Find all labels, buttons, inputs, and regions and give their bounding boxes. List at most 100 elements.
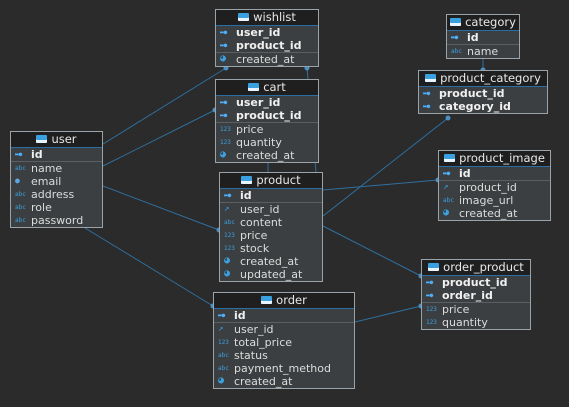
relation-product-to-user[interactable] [102, 185, 220, 231]
column-row[interactable]: id [214, 309, 354, 323]
column-row[interactable]: status [214, 349, 354, 362]
primary-key-icon [218, 309, 230, 322]
table-header[interactable]: user [11, 132, 102, 148]
column-row[interactable]: total_price [214, 336, 354, 349]
primary-key-icon [426, 276, 438, 289]
datetime-icon [443, 207, 455, 220]
column-row[interactable]: user_id [214, 323, 354, 336]
table-header[interactable]: product_image [439, 151, 550, 167]
column-name: product_id [459, 181, 517, 194]
table-order-product[interactable]: order_productproduct_idorder_idpricequan… [421, 259, 531, 330]
column-name: user_id [236, 96, 281, 109]
table-category[interactable]: categoryidname [446, 14, 520, 59]
column-row[interactable]: created_at [216, 53, 318, 66]
column-row[interactable]: id [11, 148, 102, 162]
column-row[interactable]: product_id [419, 87, 547, 100]
foreign-key-icon [443, 181, 455, 194]
column-row[interactable]: role [11, 201, 102, 214]
column-row[interactable]: name [447, 45, 519, 58]
column-row[interactable]: user_id [220, 203, 322, 216]
table-product-category[interactable]: product_category product_idcategory_id [418, 70, 548, 114]
column-name: user_id [236, 26, 281, 39]
column-row[interactable]: user_id [216, 26, 318, 39]
column-row[interactable]: address [11, 188, 102, 201]
relation-cart-to-user[interactable] [102, 109, 216, 167]
column-row[interactable]: content [220, 216, 322, 229]
column-row[interactable]: price [216, 123, 318, 136]
column-row[interactable]: id [220, 189, 322, 203]
column-row[interactable]: user_id [216, 96, 318, 109]
table-product-image[interactable]: product_imageidproduct_idimage_urlcreate… [438, 150, 551, 221]
column-row[interactable]: name [11, 162, 102, 175]
column-row[interactable]: created_at [214, 375, 354, 388]
column-name: product_id [236, 109, 302, 122]
column-name: email [31, 175, 62, 188]
column-row[interactable]: product_id [439, 181, 550, 194]
column-row[interactable]: created_at [220, 255, 322, 268]
column-row[interactable]: created_at [216, 149, 318, 162]
column-name: created_at [240, 255, 299, 268]
table-user[interactable]: useridnameemailaddressrolepassword [10, 131, 103, 228]
relation-product-image-to-product[interactable] [322, 179, 439, 191]
column-row[interactable]: order_id [422, 289, 530, 303]
column-row[interactable]: payment_method [214, 362, 354, 375]
datetime-icon [224, 268, 236, 281]
column-name: created_at [234, 375, 293, 388]
table-order[interactable]: orderiduser_idtotal_pricestatuspayment_m… [213, 292, 355, 389]
column-row[interactable]: email [11, 175, 102, 188]
primary-key-icon [220, 39, 232, 52]
primary-key-icon [220, 96, 232, 109]
column-row[interactable]: id [447, 31, 519, 45]
column-row[interactable]: product_id [422, 276, 530, 289]
relation-product-category-to-product[interactable] [322, 117, 449, 217]
column-name: password [31, 214, 84, 227]
column-row[interactable]: updated_at [220, 268, 322, 281]
column-row[interactable]: quantity [216, 136, 318, 149]
column-name: id [31, 148, 43, 161]
column-row[interactable]: product_id [216, 39, 318, 53]
numeric-type-icon [426, 316, 438, 329]
column-row[interactable]: id [439, 167, 550, 181]
table-header[interactable]: product [220, 173, 322, 189]
string-type-icon [15, 188, 27, 201]
relation-order-to-user[interactable] [84, 227, 214, 307]
table-header[interactable]: cart [216, 80, 318, 96]
column-name: product_id [439, 87, 505, 100]
column-row[interactable]: stock [220, 242, 322, 255]
numeric-type-icon [426, 303, 438, 316]
column-name: id [467, 31, 479, 44]
column-row[interactable]: price [220, 229, 322, 242]
string-type-icon [218, 362, 230, 375]
relation-order-product-to-order[interactable] [354, 305, 422, 323]
table-title: product_category [440, 71, 541, 85]
column-row[interactable]: category_id [419, 100, 547, 113]
foreign-key-icon [218, 323, 230, 336]
table-header[interactable]: order_product [422, 260, 530, 276]
column-name: quantity [236, 136, 282, 149]
column-row[interactable]: product_id [216, 109, 318, 123]
column-row[interactable]: quantity [422, 316, 530, 329]
numeric-type-icon [218, 336, 230, 349]
string-type-icon [15, 162, 27, 175]
table-header[interactable]: wishlist [216, 10, 318, 26]
table-product[interactable]: product iduser_idcontentpricestockcreated… [219, 172, 323, 282]
column-name: created_at [459, 207, 518, 220]
table-icon [261, 295, 273, 304]
table-wishlist[interactable]: wishlist user_idproduct_idcreated_at [215, 9, 319, 67]
column-name: role [31, 201, 52, 214]
table-icon [428, 262, 440, 271]
column-name: name [467, 45, 499, 58]
table-header[interactable]: product_category [419, 71, 547, 87]
column-row[interactable]: password [11, 214, 102, 227]
table-title: user [51, 132, 77, 146]
column-row[interactable]: price [422, 303, 530, 316]
table-title: wishlist [253, 10, 296, 24]
column-row[interactable]: image_url [439, 194, 550, 207]
table-header[interactable]: order [214, 293, 354, 309]
table-cart[interactable]: cartuser_idproduct_idpricequantitycreate… [215, 79, 319, 163]
relation-order-product-to-product[interactable] [322, 225, 422, 277]
relation-wishlist-to-user[interactable] [102, 67, 227, 145]
table-title: product [256, 173, 301, 187]
table-header[interactable]: category [447, 15, 519, 31]
column-row[interactable]: created_at [439, 207, 550, 220]
